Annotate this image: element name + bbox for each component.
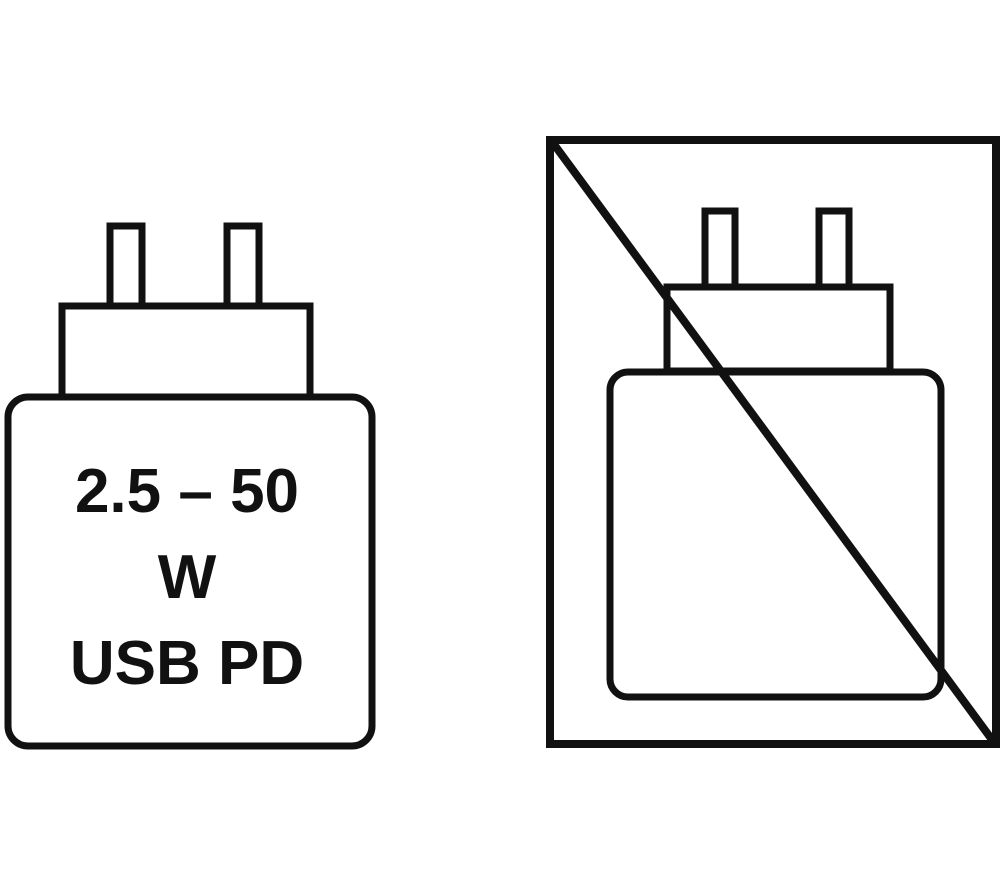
charger-icon <box>4 222 376 750</box>
charger-body <box>4 393 376 750</box>
crossed-charger-neck <box>663 283 894 375</box>
strike-through-line <box>547 137 999 747</box>
charger-standard: USB PD <box>70 629 304 698</box>
crossed-charger-prong-right <box>815 207 853 291</box>
charger-not-included-icon <box>546 136 1000 748</box>
charger-rating-range: 2.5 – 50 <box>75 457 299 526</box>
crossed-charger-prong-left <box>701 207 739 291</box>
charger-prong-left <box>106 222 146 314</box>
crossed-charger-body <box>606 368 945 701</box>
charger-rating-unit: W <box>158 543 217 612</box>
charger-prong-right <box>223 222 263 314</box>
charger-neck <box>58 302 314 402</box>
